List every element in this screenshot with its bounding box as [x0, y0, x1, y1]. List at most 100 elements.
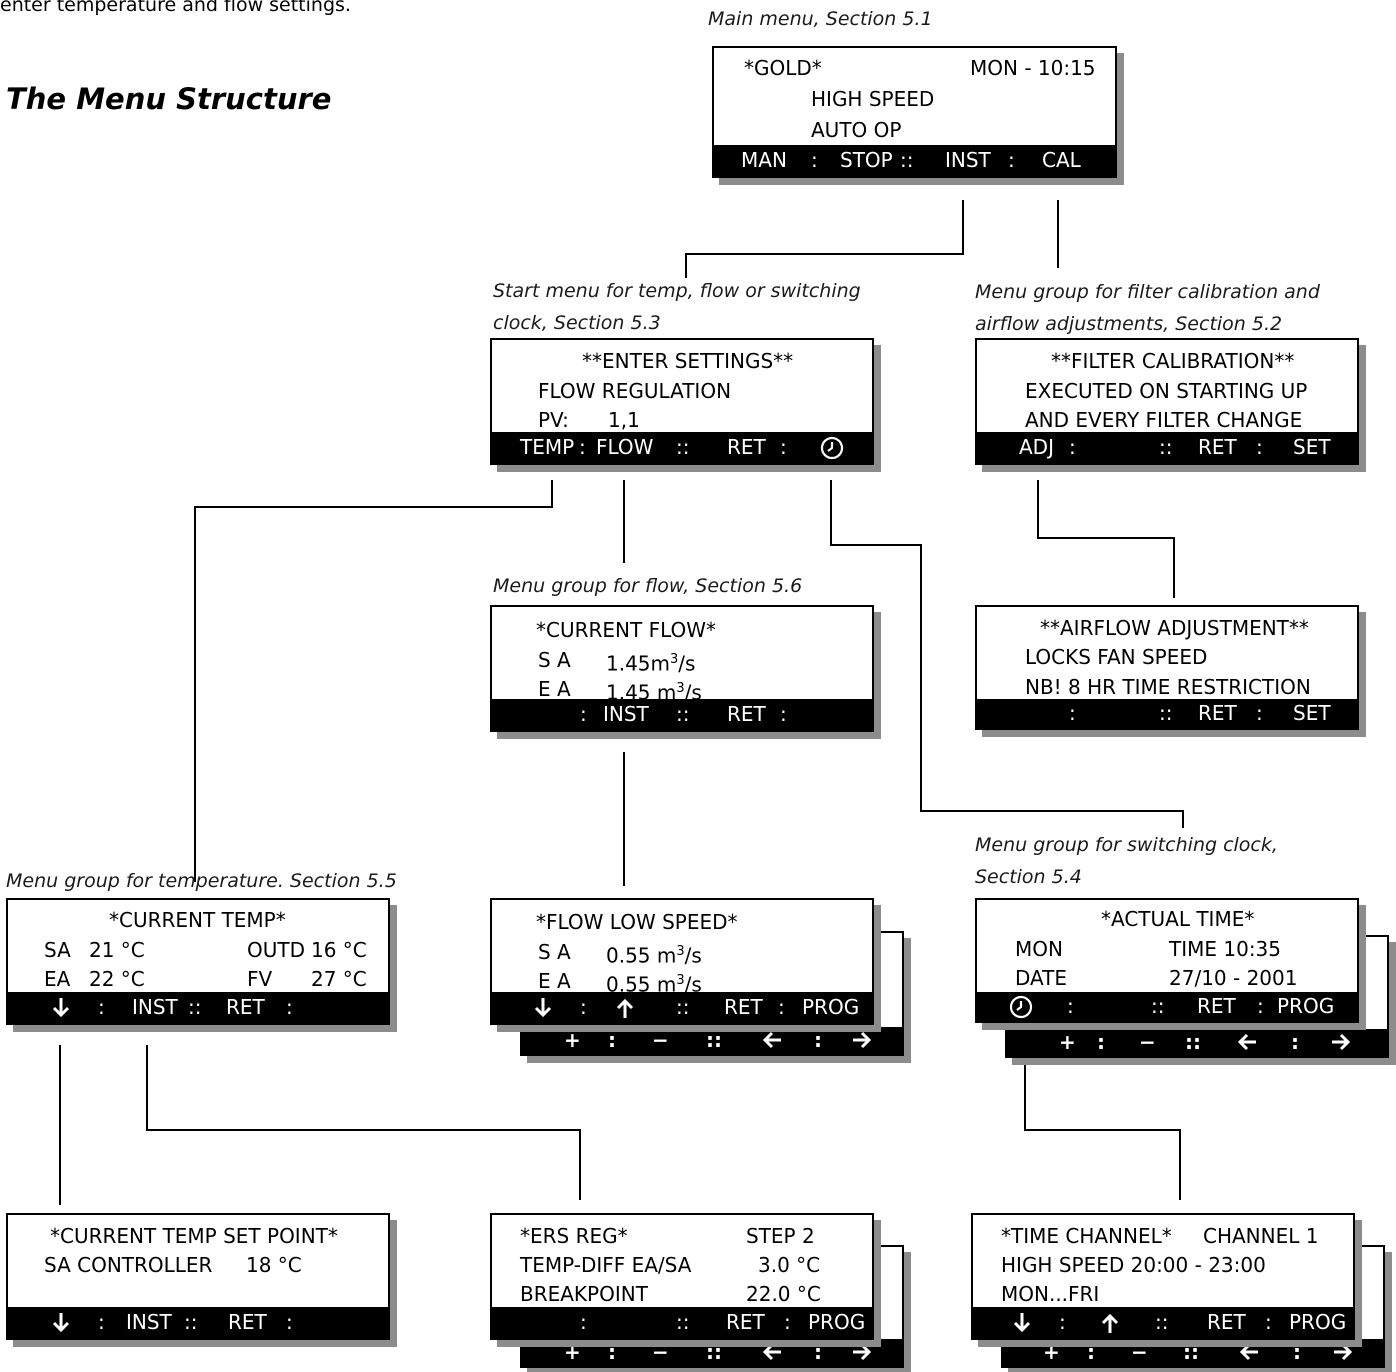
connector-temp-to-ers	[146, 1045, 581, 1200]
temp-outd-value: 16 °C	[311, 938, 367, 962]
softkey-flow[interactable]: FLOW	[596, 435, 654, 459]
current-flow-box: *CURRENT FLOW* S A 1.45m3/s E A 1.45 m3/…	[490, 605, 874, 732]
separator: :	[98, 1310, 105, 1334]
left-arrow-icon[interactable]	[762, 1343, 782, 1361]
right-arrow-icon[interactable]	[1331, 1033, 1351, 1051]
separator: :	[778, 995, 785, 1019]
separator: ::	[900, 148, 914, 172]
left-arrow-icon[interactable]	[1239, 1343, 1259, 1361]
plus-key[interactable]: +	[1059, 1030, 1076, 1054]
flow-low-speed-softkey-bar: : :: RET : PROG	[492, 992, 872, 1023]
softkey-prog[interactable]: PROG	[802, 995, 860, 1019]
caption-start-menu-line2: clock, Section 5.3	[493, 312, 661, 334]
separator: ::	[676, 1310, 690, 1334]
current-flow-softkey-bar: : INST :: RET :	[492, 699, 872, 730]
current-temp-title: *CURRENT TEMP*	[109, 908, 286, 932]
softkey-cal[interactable]: CAL	[1042, 148, 1081, 172]
caption-filter-line1: Menu group for filter calibration and	[975, 281, 1320, 303]
down-arrow-icon[interactable]	[52, 997, 70, 1017]
softkey-set[interactable]: SET	[1293, 701, 1331, 725]
softkey-ret[interactable]: RET	[1197, 994, 1236, 1018]
separator: ::	[1159, 701, 1173, 725]
softkey-ret[interactable]: RET	[727, 435, 766, 459]
separator: :	[98, 995, 105, 1019]
softkey-ret[interactable]: RET	[727, 702, 766, 726]
right-arrow-icon[interactable]	[852, 1343, 872, 1361]
clock-icon[interactable]	[820, 436, 844, 460]
softkey-ret[interactable]: RET	[1198, 435, 1237, 459]
softkey-inst[interactable]: INST	[126, 1310, 172, 1334]
enter-settings-line2: FLOW REGULATION	[538, 379, 732, 403]
softkey-ret[interactable]: RET	[726, 1310, 765, 1334]
actual-time-back-bar: + : − :: :	[1007, 1029, 1387, 1056]
down-arrow-icon[interactable]	[52, 1312, 70, 1332]
softkey-ret[interactable]: RET	[228, 1310, 267, 1334]
separator: :	[1265, 1310, 1272, 1334]
softkey-inst[interactable]: INST	[132, 995, 178, 1019]
flow-ea-label: E A	[538, 677, 571, 701]
softkey-set[interactable]: SET	[1293, 435, 1331, 459]
up-arrow-icon[interactable]	[1101, 1314, 1119, 1334]
softkey-ret[interactable]: RET	[724, 995, 763, 1019]
ers-reg-box: *ERS REG* STEP 2 TEMP-DIFF EA/SA 3.0 °C …	[490, 1213, 874, 1340]
left-arrow-icon[interactable]	[762, 1031, 782, 1049]
minus-key[interactable]: −	[1131, 1340, 1148, 1364]
clock-icon[interactable]	[1009, 995, 1033, 1019]
main-menu-line3: AUTO OP	[811, 118, 902, 142]
separator: ::	[1159, 435, 1173, 459]
separator: :	[1059, 1310, 1066, 1334]
softkey-adj[interactable]: ADJ	[1019, 435, 1054, 459]
plus-key[interactable]: +	[1043, 1340, 1060, 1364]
minus-key[interactable]: −	[652, 1340, 669, 1364]
right-arrow-icon[interactable]	[1333, 1343, 1353, 1361]
separator: :	[580, 995, 587, 1019]
separator: :	[1256, 435, 1263, 459]
minus-key[interactable]: −	[652, 1028, 669, 1052]
separator: :	[1257, 994, 1264, 1018]
lowspeed-sa-label: S A	[538, 940, 571, 964]
current-temp-softkey-bar: : INST :: RET :	[8, 992, 388, 1023]
plus-key[interactable]: +	[564, 1340, 581, 1364]
minus-key[interactable]: −	[1139, 1030, 1156, 1054]
airflow-adjustment-softkey-bar: : :: RET : SET	[977, 699, 1357, 728]
softkey-stop[interactable]: STOP	[840, 148, 893, 172]
softkey-ret[interactable]: RET	[226, 995, 265, 1019]
softkey-man[interactable]: MAN	[741, 148, 787, 172]
time-channel-title: *TIME CHANNEL*	[1001, 1224, 1172, 1248]
softkey-inst[interactable]: INST	[945, 148, 991, 172]
temp-diff-value: 3.0 °C	[758, 1253, 821, 1277]
separator: :	[1087, 1340, 1095, 1364]
softkey-inst[interactable]: INST	[603, 702, 649, 726]
connector-settings-to-temp	[194, 480, 553, 882]
separator: ::	[676, 435, 690, 459]
down-arrow-icon[interactable]	[534, 997, 552, 1017]
enter-settings-title: **ENTER SETTINGS**	[582, 349, 794, 373]
flow-low-speed-title: *FLOW LOW SPEED*	[536, 910, 738, 934]
connector-clock-to-channel	[1024, 1063, 1181, 1200]
softkey-prog[interactable]: PROG	[808, 1310, 866, 1334]
separator: :	[580, 1310, 587, 1334]
softkey-ret[interactable]: RET	[1207, 1310, 1246, 1334]
plus-key[interactable]: +	[564, 1028, 581, 1052]
main-menu-softkey-bar: MAN : STOP :: INST : CAL	[714, 145, 1115, 176]
separator: :	[784, 1310, 791, 1334]
down-arrow-icon[interactable]	[1013, 1312, 1031, 1332]
right-arrow-icon[interactable]	[852, 1031, 872, 1049]
time-channel-box: *TIME CHANNEL* CHANNEL 1 HIGH SPEED 20:0…	[971, 1213, 1355, 1340]
ers-reg-softkey-bar: : :: RET : PROG	[492, 1307, 872, 1338]
up-arrow-icon[interactable]	[616, 999, 634, 1019]
softkey-prog[interactable]: PROG	[1277, 994, 1335, 1018]
softkey-temp[interactable]: TEMP	[520, 435, 575, 459]
softkey-prog[interactable]: PROG	[1289, 1310, 1347, 1334]
softkey-ret[interactable]: RET	[1198, 701, 1237, 725]
temp-diff-label: TEMP-DIFF EA/SA	[520, 1253, 692, 1277]
current-flow-title: *CURRENT FLOW*	[536, 618, 717, 642]
breakpoint-label: BREAKPOINT	[520, 1282, 648, 1306]
connector-settings-to-clock	[830, 480, 1184, 828]
separator: :	[814, 1028, 822, 1052]
caption-clock-line2: Section 5.4	[975, 866, 1082, 888]
left-arrow-icon[interactable]	[1237, 1033, 1257, 1051]
separator: ::	[1185, 1030, 1201, 1054]
main-menu-box: *GOLD* MON - 10:15 HIGH SPEED AUTO OP MA…	[712, 46, 1117, 178]
set-point-value: 18 °C	[246, 1253, 302, 1277]
